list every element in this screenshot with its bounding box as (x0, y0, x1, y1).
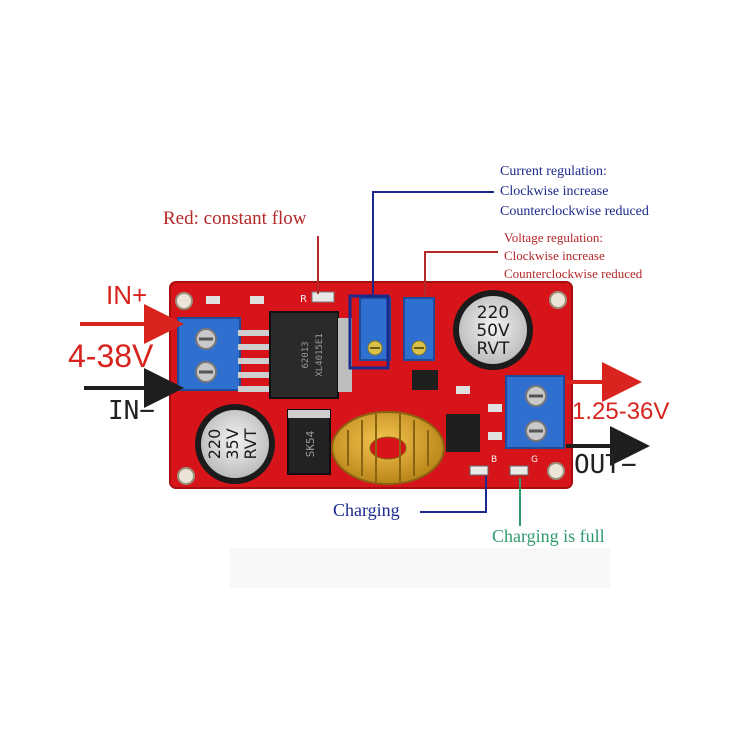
diode-marking: SK54 (304, 430, 317, 457)
annotation-leaders (317, 191, 521, 526)
voltage-clockwise-text: Clockwise increase (504, 248, 605, 263)
current-counterclockwise-text: Counterclockwise reduced (500, 204, 649, 219)
current-clockwise-text: Clockwise increase (500, 184, 609, 199)
cap-right-line1: 220 (477, 303, 509, 323)
current-leader-line (372, 191, 494, 296)
led-charging (469, 465, 489, 476)
status-leds: B G (469, 455, 538, 476)
in-minus-label: IN− (108, 396, 155, 426)
chip-marking-2: 62013 (301, 341, 311, 368)
main-ic-chip: XL4015E1 62013 (238, 311, 352, 399)
io-arrows (80, 304, 650, 466)
voltage-potentiometer (403, 297, 435, 361)
out-minus-label: OUT− (574, 450, 637, 480)
cap-left-line1: 220 (205, 429, 224, 460)
charging-full-label: Charging is full (492, 526, 605, 546)
led-g-label: G (531, 455, 538, 465)
smd-resistor (250, 296, 264, 304)
output-voltage-range: 1.25-36V (572, 398, 670, 425)
charging-leader (420, 476, 487, 513)
current-potentiometer (359, 297, 391, 361)
voltage-counterclockwise-text: Counterclockwise reduced (504, 266, 643, 281)
smd-resistor (488, 432, 502, 440)
mounting-hole-top-left (175, 292, 193, 310)
current-regulation-title: Current regulation: (500, 164, 607, 179)
smd-resistor (206, 296, 220, 304)
voltage-regulation-title: Voltage regulation: (504, 230, 604, 245)
voltage-leader-line (424, 251, 498, 296)
current-pot-highlight (348, 294, 390, 370)
charging-label: Charging (333, 500, 400, 520)
toroid-inductor (331, 411, 445, 485)
mounting-hole-bottom-left (177, 467, 195, 485)
control-ic (446, 414, 480, 452)
mounting-holes (175, 291, 567, 485)
constant-flow-label: Red: constant flow (163, 208, 307, 229)
output-terminal-block (505, 375, 565, 449)
smd-resistor (456, 386, 470, 394)
input-voltage-range: 4-38V (68, 338, 154, 374)
input-terminal-block (177, 317, 241, 391)
smd-resistor (488, 404, 502, 412)
cap-right-line2: 50V (476, 321, 510, 341)
mounting-hole-bottom-right (547, 462, 565, 480)
chip-marking-1: XL4015E1 (315, 333, 325, 376)
mounting-hole-top-right (549, 291, 567, 309)
capacitor-right: 220 50V RVT (453, 290, 533, 370)
capacitor-left: 220 35V RVT (195, 404, 275, 484)
transistor (412, 370, 438, 390)
resistor-r-label: R (300, 294, 307, 305)
cap-left-line3: RVT (241, 428, 260, 459)
board-reflection (230, 548, 610, 588)
schottky-diode: SK54 (287, 409, 331, 475)
cap-left-line2: 35V (223, 428, 242, 459)
resistor-r: R (300, 291, 335, 305)
led-full (509, 465, 529, 476)
led-b-label: B (491, 455, 497, 465)
smd-components (206, 296, 502, 452)
cap-right-line3: RVT (477, 339, 511, 359)
in-plus-label: IN+ (106, 280, 148, 310)
